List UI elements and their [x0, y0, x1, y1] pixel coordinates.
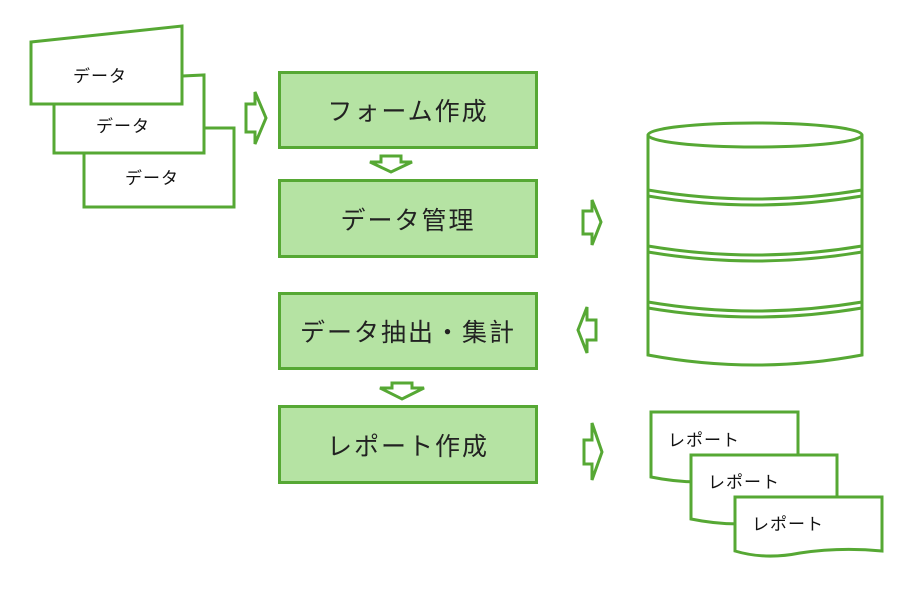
- arrow-down-icon: [369, 154, 413, 174]
- output-doc-label: レポート: [708, 473, 780, 493]
- arrow-right-icon: [582, 422, 604, 481]
- output-doc-3: [733, 495, 884, 558]
- step-label: フォーム作成: [327, 97, 489, 126]
- step-label: レポート作成: [326, 431, 489, 461]
- step-label: データ抽出・集計: [299, 318, 516, 347]
- output-doc-label: レポート: [752, 515, 824, 535]
- step-label: データ管理: [340, 205, 476, 235]
- step-data-extraction: データ抽出・集計: [278, 292, 538, 370]
- arrow-left-icon: [576, 306, 598, 354]
- database-icon: [646, 121, 864, 367]
- arrow-right-icon: [581, 199, 603, 246]
- arrow-right-icon: [244, 91, 268, 145]
- input-doc-label: データ: [96, 117, 150, 137]
- step-report-creation: レポート作成: [278, 405, 538, 484]
- output-doc-label: レポート: [668, 431, 740, 451]
- input-doc-1: [29, 24, 184, 106]
- input-doc-label: データ: [125, 169, 179, 189]
- step-form-creation: フォーム作成: [278, 71, 538, 149]
- step-data-management: データ管理: [278, 179, 538, 258]
- arrow-down-icon: [379, 381, 425, 401]
- input-doc-label: データ: [73, 67, 127, 87]
